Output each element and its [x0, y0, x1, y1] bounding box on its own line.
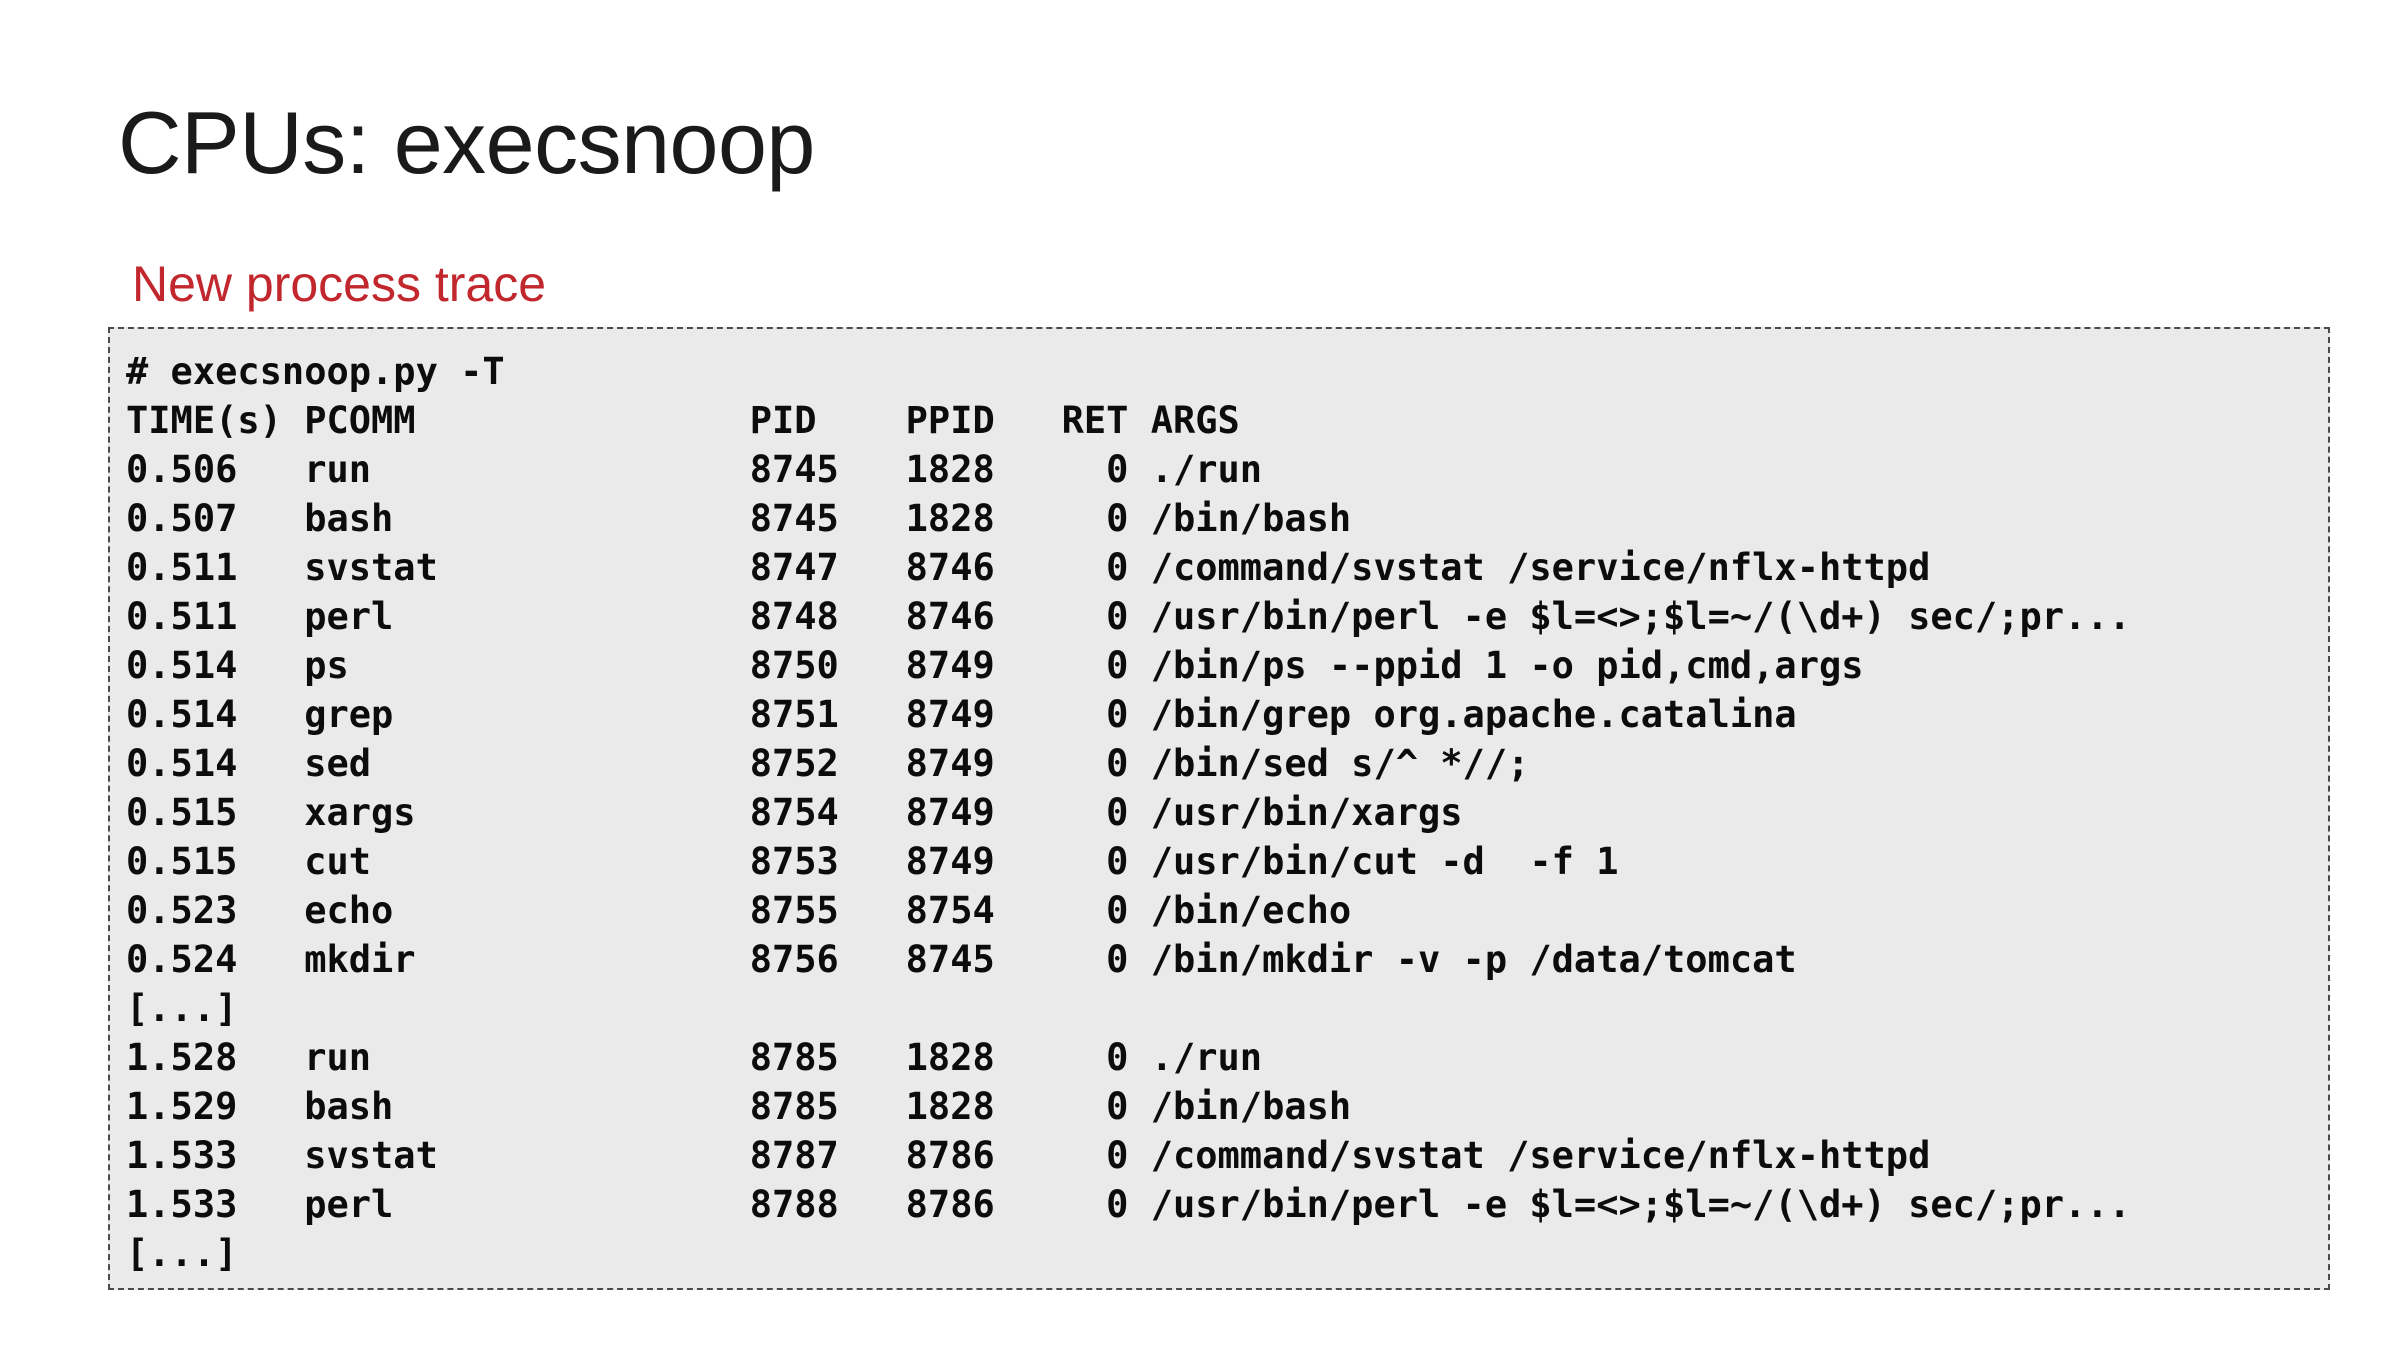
page-title: CPUs: execsnoop — [118, 92, 815, 192]
terminal-output-block: # execsnoop.py -T TIME(s) PCOMM PID PPID… — [108, 327, 2330, 1290]
terminal-output-text: # execsnoop.py -T TIME(s) PCOMM PID PPID… — [126, 350, 2131, 1275]
slide-subtitle: New process trace — [132, 255, 547, 312]
